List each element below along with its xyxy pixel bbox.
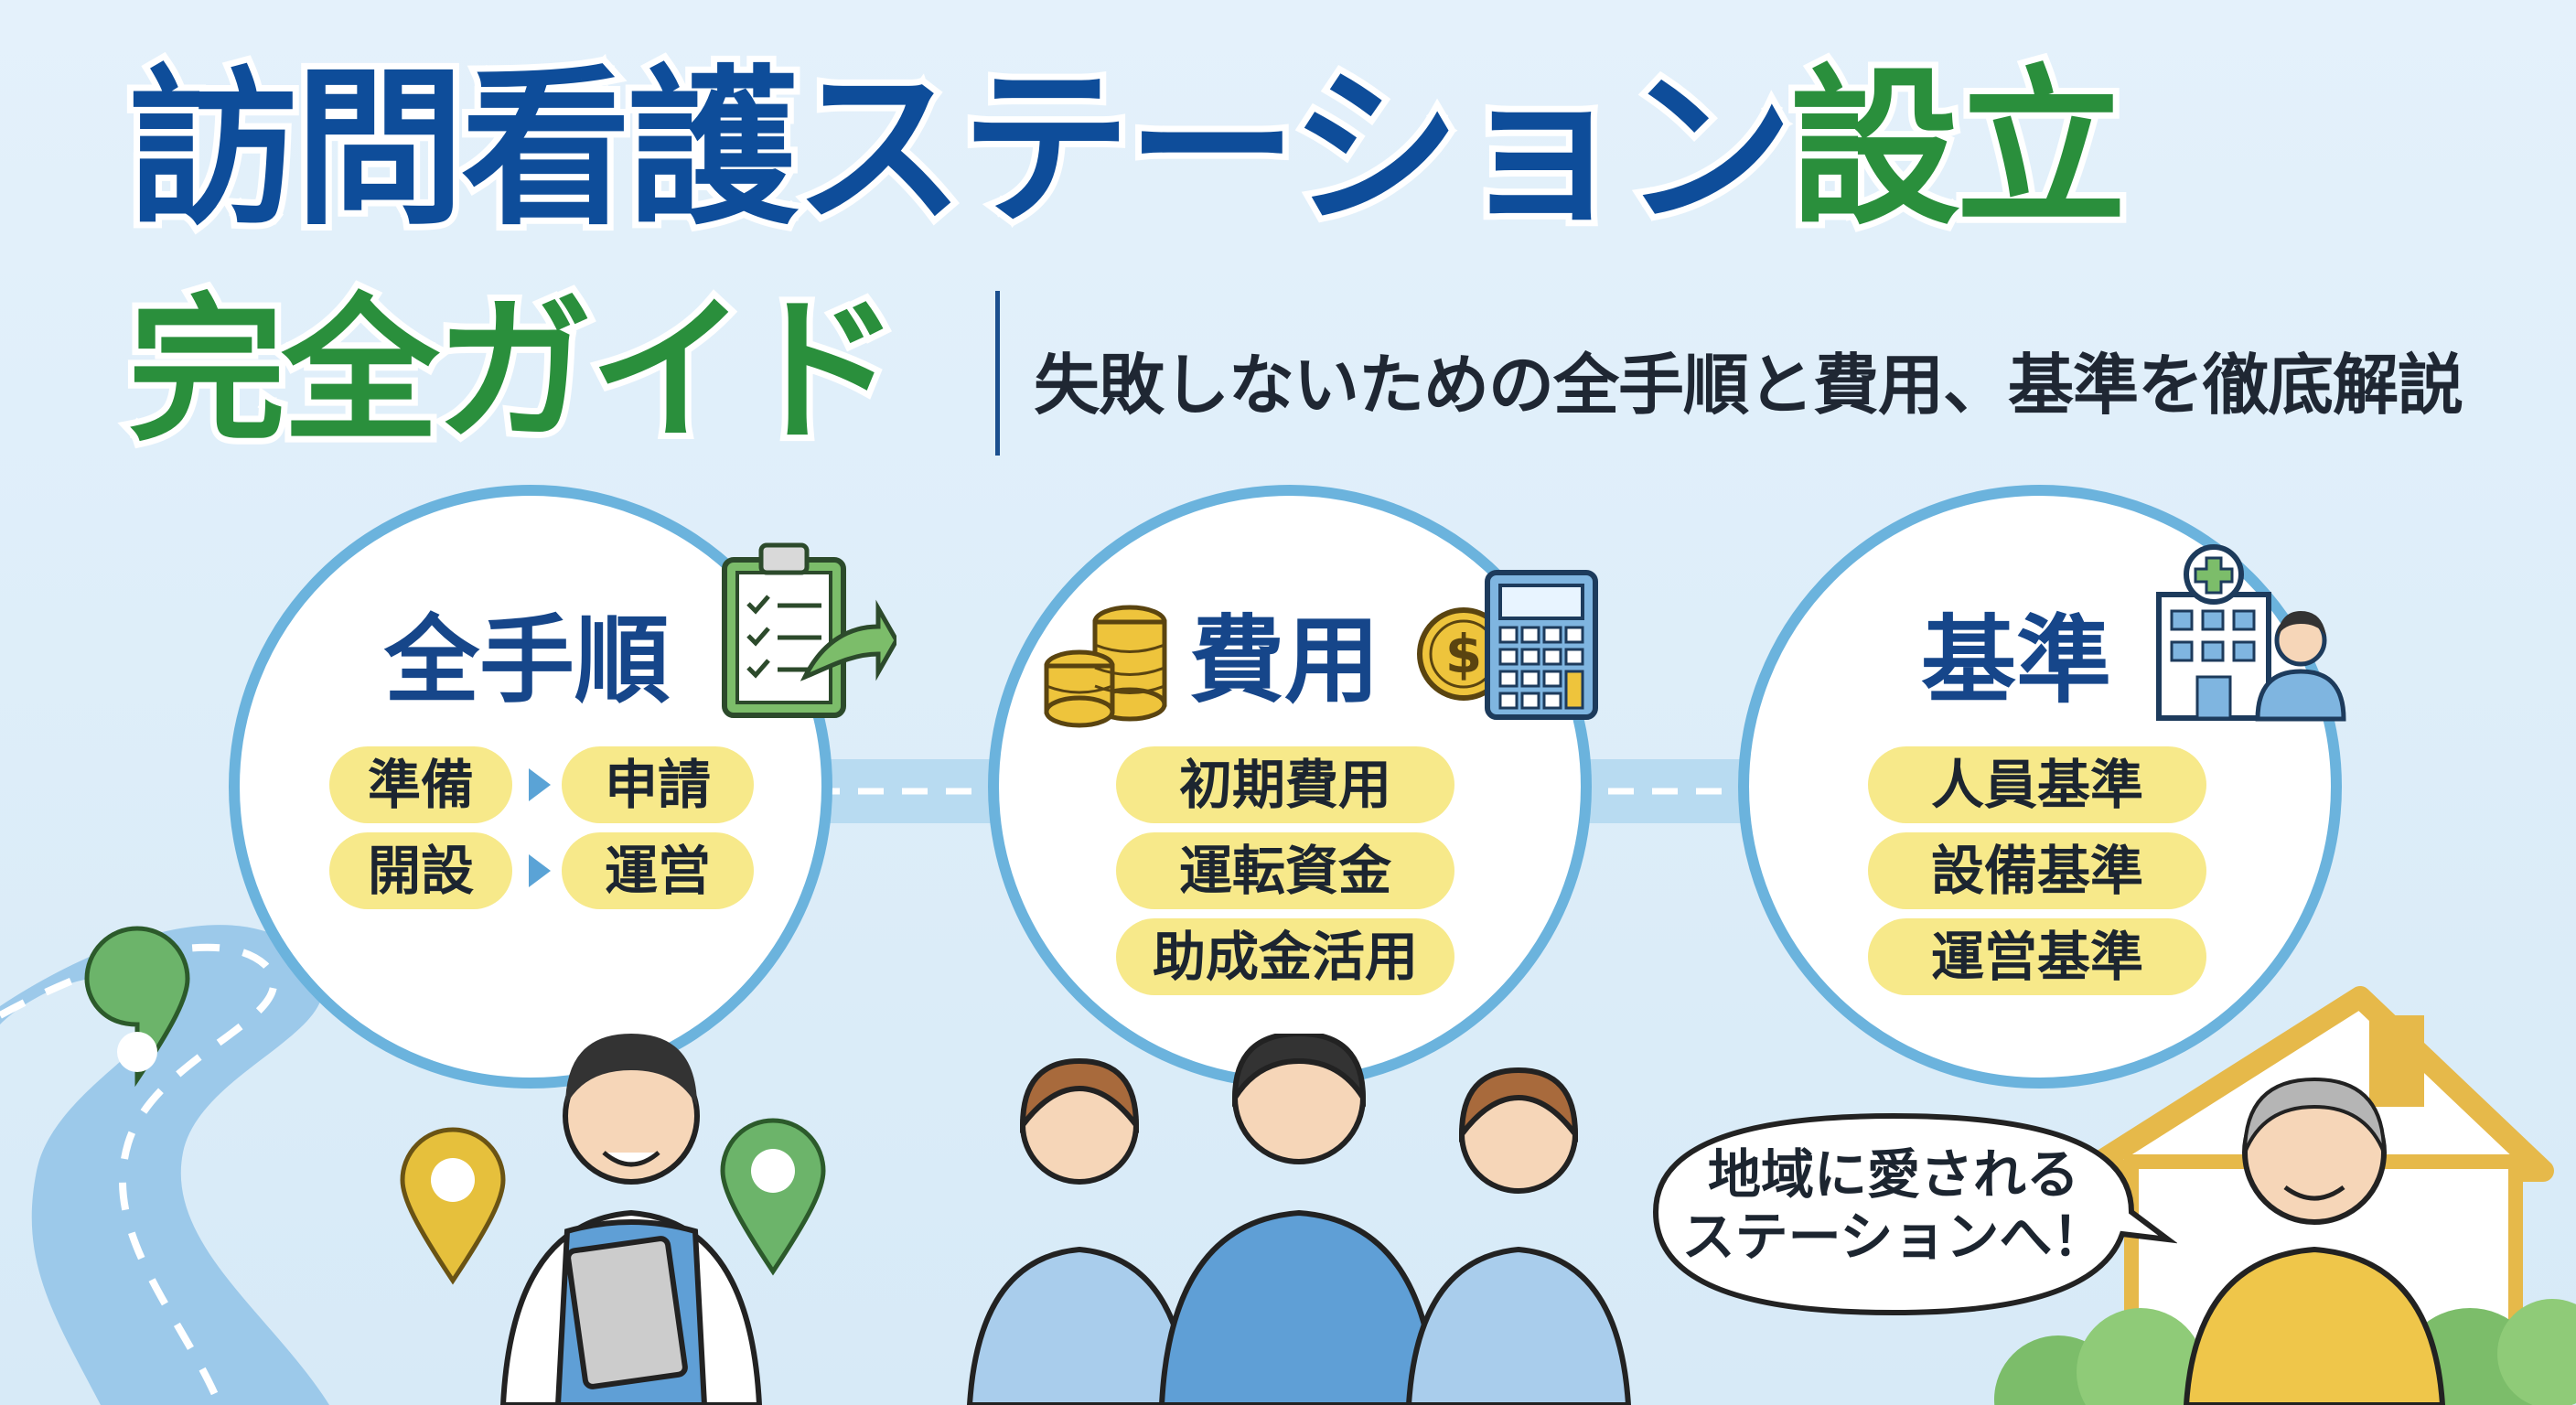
- steps-heading: 全手順: [384, 605, 671, 716]
- speech-bubble-text: 地域に愛される ステーションへ！: [1665, 1143, 2122, 1269]
- arrow-icon: [529, 768, 551, 801]
- map-pin-icon: [720, 1118, 826, 1276]
- clipboard-checklist-icon: [722, 542, 896, 718]
- step-item-open: 開設: [329, 832, 512, 909]
- speech-bubble-line2: ステーションへ！: [1681, 1206, 2106, 1269]
- cost-item-working-capital: 運転資金: [1116, 832, 1454, 909]
- map-pin-icon: [400, 1127, 506, 1285]
- step-item-operate: 運営: [562, 832, 754, 909]
- coins-icon: [1044, 605, 1167, 728]
- step-item-prepare: 準備: [329, 746, 512, 823]
- cost-item-subsidy: 助成金活用: [1116, 918, 1454, 995]
- staff-person-icon: [2255, 611, 2346, 722]
- standards-heading: 基準: [1921, 605, 2112, 716]
- nurses-illustration: [966, 1034, 1632, 1405]
- standard-item-operation: 運営基準: [1868, 918, 2206, 995]
- elderly-person-illustration: [2183, 1077, 2446, 1405]
- step-item-apply: 申請: [562, 746, 754, 823]
- title-divider: [995, 291, 1000, 456]
- costs-heading: 費用: [1189, 605, 1380, 716]
- arrow-icon: [529, 854, 551, 887]
- page-title: 訪問看護ステーション設立: [122, 58, 2132, 241]
- map-pin-icon: [84, 926, 190, 1088]
- page-subtitle: 完全ガイド: [122, 279, 907, 463]
- standard-item-facility: 設備基準: [1868, 832, 2206, 909]
- speech-bubble-line1: 地域に愛される: [1707, 1143, 2079, 1206]
- hospital-building-icon: [2156, 544, 2271, 721]
- cost-item-initial: 初期費用: [1116, 746, 1454, 823]
- speech-bubble: [1652, 1112, 2177, 1316]
- title-green-part: 設立: [1783, 49, 2132, 248]
- svg-text:$: $: [1445, 623, 1482, 685]
- calculator-icon: [1485, 570, 1598, 720]
- road: [0, 925, 329, 1405]
- tagline: 失敗しないための全手順と費用、基準を徹底解説: [1034, 347, 2463, 424]
- consultant-illustration: [499, 1034, 763, 1405]
- standard-item-staff: 人員基準: [1868, 746, 2206, 823]
- title-blue-part: 訪問看護ステーション: [122, 49, 1799, 248]
